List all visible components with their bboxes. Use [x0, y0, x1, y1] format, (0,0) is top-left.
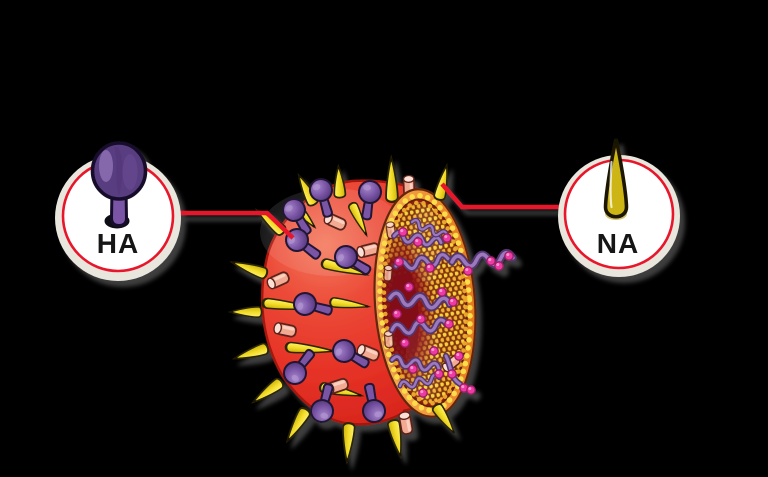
virus-illustration — [228, 156, 513, 464]
na-callout: NA — [558, 138, 680, 277]
ha-protein-icon — [90, 141, 148, 229]
bilayer-dot-ring-outer — [377, 192, 473, 414]
ha-label: HA — [97, 228, 139, 259]
na-label: NA — [597, 228, 639, 259]
na-connector-line — [440, 182, 564, 210]
bilayer-dot-ring-inner — [381, 200, 469, 406]
na-protein-icon — [603, 138, 629, 220]
ha-connector-line — [175, 210, 295, 240]
diagram-content: HA NA — [55, 138, 680, 464]
ha-callout: HA — [55, 141, 181, 281]
